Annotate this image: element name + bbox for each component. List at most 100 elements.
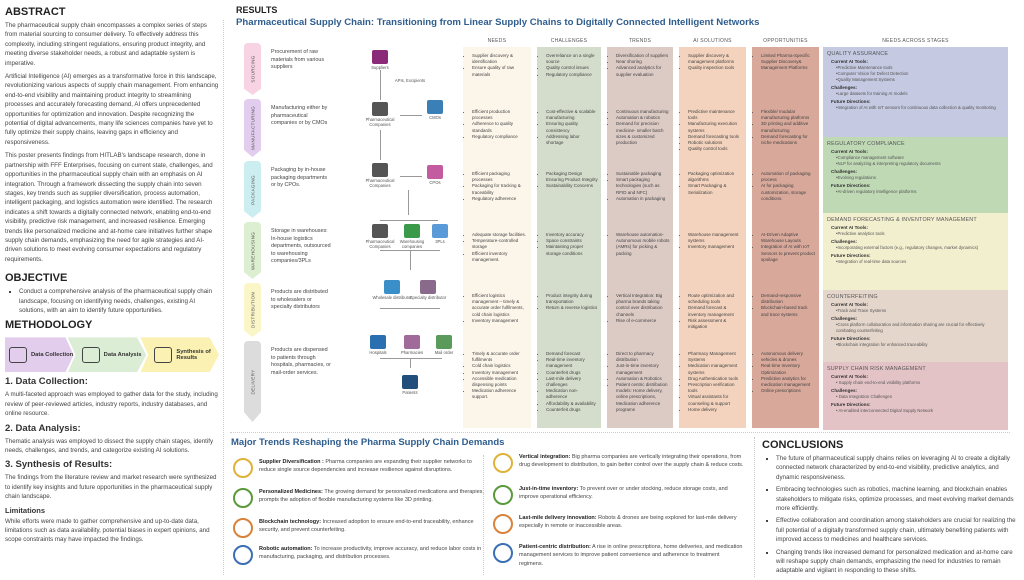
trend-item: Blockchain technology: Increased adoptio… (233, 518, 485, 538)
needs-item: • Data Integration Challenges (836, 394, 892, 399)
cell-opps: Limited Pharma-Specific Supplier Discove… (752, 53, 819, 72)
connector-line (410, 358, 411, 368)
node-label: Warehousing companies (399, 239, 425, 249)
objective-heading: OBJECTIVE (5, 272, 68, 285)
trend-icon (233, 545, 253, 565)
bullet-item: Integration of AI with IoT Sensors to pr… (761, 244, 816, 263)
bullet-item: Return & reverse logistics (546, 305, 598, 311)
conclusion-item: The future of pharmaceutical supply chai… (776, 454, 1020, 482)
section-heading: 1. Data Collection: (5, 376, 88, 388)
patients-node: Patients (388, 375, 432, 395)
connector-line (410, 250, 411, 270)
bullet-list: Vertical Integration: Big pharma brands … (610, 293, 670, 324)
limitations-text: While efforts were made to gather compre… (5, 517, 210, 544)
abstract-paragraph: The pharmaceutical supply chain encompas… (5, 22, 207, 67)
trend-text: Just-in-time inventory: To prevent over … (519, 485, 745, 505)
truck-icon (432, 224, 448, 238)
column-opps: Limited Pharma-Specific Supplier Discove… (752, 47, 819, 428)
needs-item: •Computer Vision for Defect Detection (836, 71, 909, 76)
cell-ai: Supplier discovery & management platform… (679, 53, 746, 72)
cell-opps: Demand-responsive distributionBlockchain… (752, 293, 819, 318)
cell-needs: Efficient packaging processesPackaging f… (463, 171, 531, 202)
bullet-item: Demand-responsive distribution (761, 293, 816, 305)
bullet-item: Autonomous delivery vehicles & drones (761, 351, 816, 363)
patients-icon (402, 375, 418, 389)
stage-description: Manufacturing either by pharmaceutical c… (271, 105, 328, 127)
cpos-node: CPOs (413, 165, 457, 185)
bullet-item: Rise of e-commerce (616, 318, 670, 324)
bullet-item: Limited Pharma-Specific Supplier Discove… (761, 53, 816, 72)
bullet-item: Ensure quality of raw materials (472, 65, 528, 77)
subheading: Current AI Tools: (831, 149, 869, 154)
trend-item: Patient-centric distribution: A rise in … (493, 543, 745, 568)
subheading: Future Directions: (831, 402, 871, 407)
needs-item: •NLP for analyzing & interpreting regula… (836, 161, 941, 166)
bullet-item: Efficient production processes (472, 109, 528, 121)
results-heading: RESULTS (236, 5, 278, 15)
bullet-item: Efficient packaging processes (472, 171, 528, 183)
bullet-list: Supplier discovery & management platform… (682, 53, 743, 72)
bullet-item: Regulatory compliance (546, 72, 598, 78)
bullet-item: Demand for precision medicine- smaller b… (616, 121, 670, 146)
bullet-item: Efficient logistics management – timely … (472, 293, 528, 318)
connector-line (380, 130, 381, 160)
cell-needs: Efficient logistics management – timely … (463, 293, 531, 324)
apis-label: APIs, Excipients (394, 78, 426, 83)
node-label: Mail order (434, 350, 454, 355)
bullet-list: Diversification of suppliersNear shoring… (610, 53, 670, 78)
cell-trends: Vertical Integration: Big pharma brands … (607, 293, 673, 324)
factory-icon (372, 163, 388, 177)
bullet-list: Sustainable packagingSmart packaging tec… (610, 171, 670, 202)
bullet-item: Demand forecast & inventory management (688, 305, 743, 317)
abstract-paragraph: Artificial Intelligence (AI) emerges as … (5, 73, 219, 146)
bullet-item: Maintaining proper storage conditions (546, 244, 598, 256)
bullet-item: Packaging for tracking & traceability (472, 183, 528, 195)
node-label: Pharmaceutical Companies (365, 117, 395, 127)
stage-label: SOURCING (250, 55, 255, 83)
section-title: QUALITY ASSURANCE (827, 51, 889, 57)
bullet-list: Limited Pharma-Specific Supplier Discove… (755, 53, 816, 72)
bullet-item: Inventory management (472, 370, 528, 376)
trend-name: Supplier Diversification : (259, 459, 324, 465)
subheading: Challenges: (831, 85, 858, 90)
section-heading: 2. Data Analysis: (5, 422, 81, 434)
bullet-item: Ensuring quality consistency (546, 121, 598, 133)
column-trends: Diversification of suppliersNear shoring… (607, 47, 673, 428)
wholesale-node: Wholesale distributor (370, 280, 414, 300)
bullet-item: Counterfeit drugs (546, 407, 598, 413)
bullet-item: Real-time Inventory Optimization (761, 363, 816, 375)
cell-challenges: Demand forecastReal-time inventory manag… (537, 351, 601, 413)
bullet-item: Virtual assistants for counseling & supp… (688, 394, 743, 406)
bullet-item: Drug Authentication tools (688, 376, 743, 382)
specialty-node: Specialty distributor (406, 280, 450, 300)
bullet-list: Automation of packaging processAI for pa… (755, 171, 816, 202)
bullet-list: Warehouse automation- Autonomous mobile … (610, 232, 670, 257)
stage-label: WAREHOUSING (250, 231, 255, 270)
distributor-icon (420, 280, 436, 294)
column-header: NEEDS ACROSS STAGES (882, 38, 949, 44)
methodology-heading: METHODOLOGY (5, 319, 93, 332)
step-label: Data Collection (31, 351, 74, 358)
node-label: Suppliers (371, 65, 389, 70)
stage-warehousing: WAREHOUSING (244, 222, 261, 279)
bullet-list: Demand forecastReal-time inventory manag… (540, 351, 598, 413)
bullet-item: Adherence to quality standards (472, 121, 528, 133)
bullet-list: Packaging Design Ensuring Product Integr… (540, 171, 598, 190)
bullet-item: Automation & Robotics (616, 376, 670, 382)
conclusions-heading: CONCLUSIONS (762, 439, 844, 451)
node-label: 3PLs (435, 239, 445, 244)
conclusion-item: Effective collaboration and coordination… (776, 516, 1020, 544)
node-label: CMOs (429, 115, 441, 120)
cell-opps: Autonomous delivery vehicles & dronesRea… (752, 351, 819, 394)
bullet-item: Inventory accuracy (546, 232, 598, 238)
pharma-node: Pharmaceutical Companies (358, 163, 402, 188)
needs-item: •AI-driven regulatory intelligence platf… (836, 189, 917, 194)
subheading: Future Directions: (831, 99, 871, 104)
subheading: Current AI Tools: (831, 225, 869, 230)
column-header: TRENDS (628, 38, 652, 44)
subheading: Challenges: (831, 239, 858, 244)
trend-item: Supplier Diversification : Pharma compan… (233, 458, 485, 478)
pharma-node: Pharmaceutical Companies (358, 102, 402, 127)
bullet-item: Automation & robotics (616, 115, 670, 121)
